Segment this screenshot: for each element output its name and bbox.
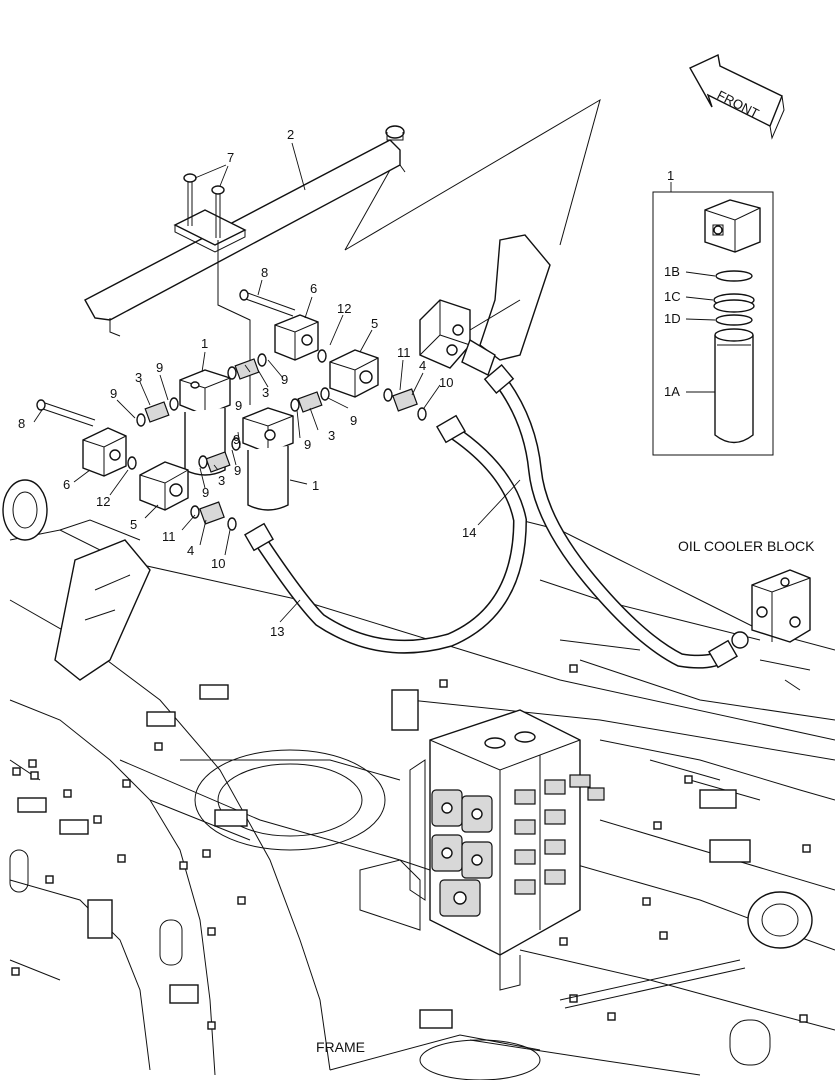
callout-6-lower: 6 — [63, 477, 70, 492]
block-6-upper — [274, 314, 319, 361]
callout-13: 13 — [270, 624, 284, 639]
hose-13 — [253, 423, 528, 654]
callout-9-a: 9 — [156, 360, 163, 375]
inset-filter-detail — [652, 182, 774, 456]
callout-14: 14 — [462, 525, 476, 540]
callout-3-b: 3 — [262, 385, 269, 400]
callout-9-d: 9 — [235, 398, 242, 413]
callout-1C: 1C — [664, 289, 681, 304]
callout-10-lower: 10 — [211, 556, 225, 571]
callout-1-right: 1 — [312, 478, 319, 493]
callout-12-upper: 12 — [337, 301, 351, 316]
filter-right — [242, 407, 294, 511]
callout-4-upper: 4 — [419, 358, 426, 373]
callout-5-upper: 5 — [371, 316, 378, 331]
callout-11-lower: 11 — [162, 529, 176, 544]
callout-6-upper: 6 — [310, 281, 317, 296]
callout-9-i: 9 — [202, 485, 209, 500]
bolts-item-8 — [36, 289, 296, 427]
callout-labels: 7 2 8 6 12 5 1 9 3 9 3 9 9 11 4 10 8 9 3… — [18, 127, 681, 639]
fittings-and-orings — [127, 349, 427, 531]
leader-lines — [33, 142, 521, 623]
callout-9-c: 9 — [281, 372, 288, 387]
hose-14 — [493, 373, 732, 669]
callout-9-e: 9 — [350, 413, 357, 428]
callout-5-lower: 5 — [130, 517, 137, 532]
callout-4-lower: 4 — [187, 543, 194, 558]
control-valve — [359, 709, 605, 991]
frame-caption: FRAME — [316, 1039, 365, 1055]
callout-8-lower: 8 — [18, 416, 25, 431]
callout-1-left: 1 — [201, 336, 208, 351]
callout-10-upper: 10 — [439, 375, 453, 390]
block-5-lower — [139, 461, 189, 511]
filter-left — [179, 369, 231, 476]
callout-9-f: 9 — [304, 437, 311, 452]
oil-cooler-block — [751, 569, 811, 691]
callout-3-a: 3 — [135, 370, 142, 385]
callout-11-upper: 11 — [397, 345, 411, 360]
oil-cooler-block-caption: OIL COOLER BLOCK — [678, 538, 815, 554]
callout-9-g: 9 — [233, 432, 240, 447]
callout-9-h: 9 — [234, 463, 241, 478]
callout-12-lower: 12 — [96, 494, 110, 509]
callout-7: 7 — [227, 150, 234, 165]
callout-1A: 1A — [664, 384, 680, 399]
callout-1B: 1B — [664, 264, 680, 279]
block-5-upper — [329, 349, 379, 398]
callout-8-upper: 8 — [261, 265, 268, 280]
callout-3-c: 3 — [328, 428, 335, 443]
callout-1D: 1D — [664, 311, 681, 326]
callout-3-d: 3 — [218, 473, 225, 488]
front-arrow-icon: FRONT — [689, 53, 785, 140]
hose-fittings — [244, 338, 749, 669]
inset-title-1: 1 — [667, 168, 674, 183]
callout-9-b: 9 — [110, 386, 117, 401]
block-6-lower — [82, 427, 127, 477]
mount-bracket — [419, 234, 551, 369]
frame-structure — [2, 479, 835, 1080]
callout-2: 2 — [287, 127, 294, 142]
